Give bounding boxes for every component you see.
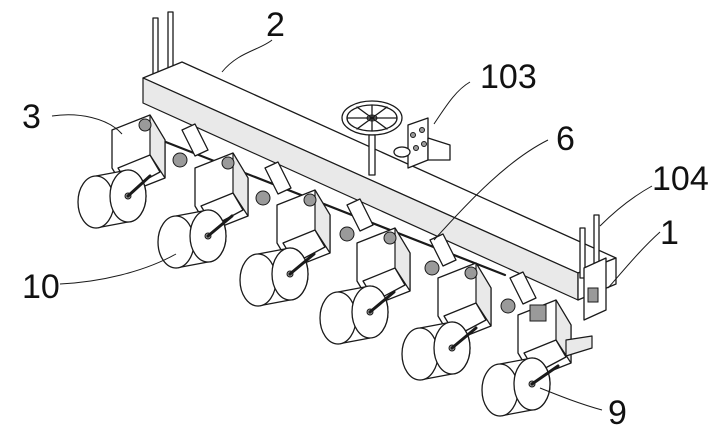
press-roller-4 xyxy=(319,285,396,345)
leader-103 xyxy=(433,81,471,125)
press-roller-6 xyxy=(481,357,560,417)
callout-103: 103 xyxy=(480,58,537,96)
leader-lines xyxy=(51,39,661,411)
end-plate xyxy=(583,257,607,321)
leader-10 xyxy=(59,253,177,285)
press-roller-1 xyxy=(77,169,152,229)
leader-2 xyxy=(221,39,273,73)
leader-1 xyxy=(607,231,661,289)
callout-9: 9 xyxy=(608,394,627,432)
press-roller-3 xyxy=(239,247,316,307)
press-roller-5 xyxy=(401,321,478,381)
leader-3 xyxy=(51,114,123,135)
leader-6 xyxy=(433,139,549,241)
callout-1: 1 xyxy=(660,214,679,252)
main-beam xyxy=(142,61,617,301)
callout-3: 3 xyxy=(22,98,41,136)
callout-10: 10 xyxy=(22,268,60,306)
handwheel xyxy=(341,100,403,176)
callout-2: 2 xyxy=(266,6,285,44)
mount-bracket xyxy=(393,117,451,169)
callout-104: 104 xyxy=(652,160,709,198)
leader-104 xyxy=(599,185,653,227)
leader-9 xyxy=(539,387,603,411)
callout-6: 6 xyxy=(556,120,575,158)
press-roller-2 xyxy=(157,209,234,269)
